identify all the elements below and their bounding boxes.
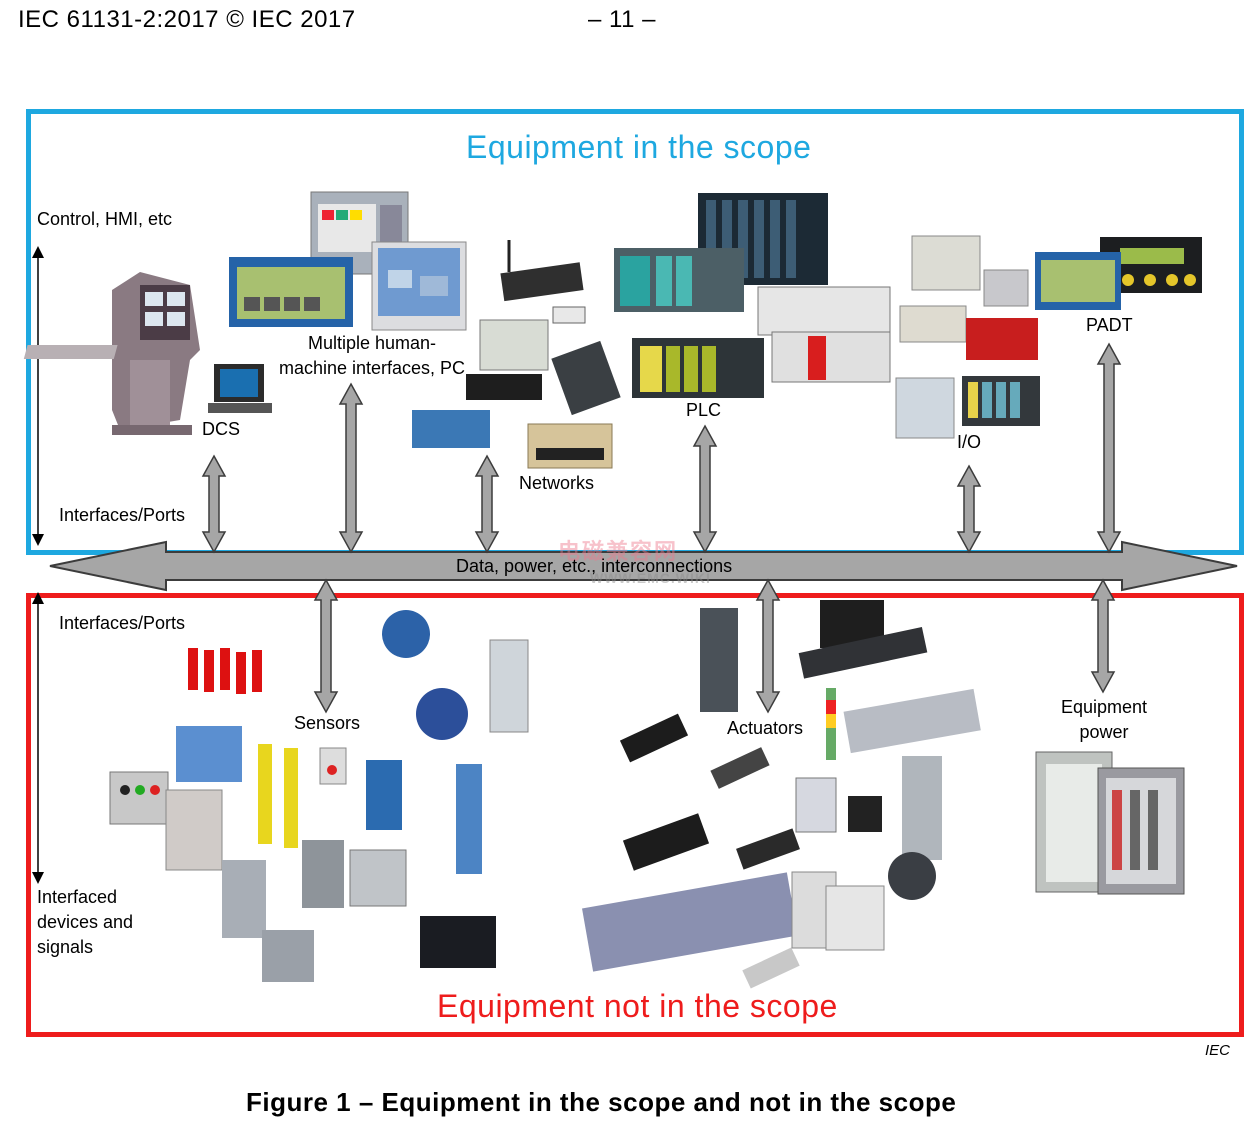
actuators-label: Actuators bbox=[727, 718, 804, 738]
dcs-label: DCS bbox=[202, 419, 241, 439]
io-label: I/O bbox=[957, 432, 982, 452]
actuator-devices-image bbox=[582, 600, 981, 989]
plc-connection-arrow bbox=[692, 424, 718, 554]
actuators-connection-arrow bbox=[755, 578, 781, 714]
in-scope-title: Equipment in the scope bbox=[466, 129, 812, 165]
plc-racks-image bbox=[614, 193, 891, 398]
iec-source-tag: IEC bbox=[1205, 1042, 1231, 1059]
dcs-console-image bbox=[23, 272, 272, 435]
interfaces-ports-label-bottom: Interfaces/Ports bbox=[59, 613, 186, 633]
sensors-label: Sensors bbox=[294, 713, 361, 733]
sensor-devices-image bbox=[109, 610, 529, 982]
watermark-url: WWW.EMC.WIKI bbox=[590, 570, 711, 586]
power-connection-arrow bbox=[1090, 578, 1116, 694]
hmi-panels-image bbox=[229, 191, 467, 331]
padt-label: PADT bbox=[1086, 315, 1133, 335]
network-devices-image bbox=[412, 240, 621, 469]
hmi-connection-arrow bbox=[338, 382, 364, 554]
padt-devices-image bbox=[1035, 237, 1202, 310]
interfaced-devices-label-1: Interfaced bbox=[37, 887, 118, 907]
io-connection-arrow bbox=[956, 464, 982, 554]
hmi-label-line-2: machine interfaces, PC bbox=[278, 358, 466, 378]
equipment-power-cabinets-image bbox=[1035, 751, 1185, 895]
interfaced-devices-label-3: signals bbox=[37, 937, 94, 957]
sensors-connection-arrow bbox=[313, 578, 339, 714]
control-hmi-label: Control, HMI, etc bbox=[37, 209, 173, 229]
dcs-connection-arrow bbox=[201, 454, 227, 554]
bus-label: Data, power, etc., interconnections bbox=[456, 556, 733, 576]
interfaced-devices-label-2: devices and bbox=[37, 912, 134, 932]
networks-connection-arrow bbox=[474, 454, 500, 554]
padt-connection-arrow bbox=[1096, 342, 1122, 554]
interfaces-ports-label-top: Interfaces/Ports bbox=[59, 505, 186, 525]
equipment-power-label-2: power bbox=[1079, 722, 1129, 742]
io-modules-image bbox=[895, 235, 1040, 439]
equipment-power-label-1: Equipment bbox=[1060, 697, 1148, 717]
page-number: – 11 – bbox=[588, 6, 656, 33]
watermark-cn: 电磁兼容网 bbox=[558, 539, 679, 564]
plc-label: PLC bbox=[686, 400, 722, 420]
hmi-label-line-1: Multiple human- bbox=[307, 333, 437, 353]
not-in-scope-title: Equipment not in the scope bbox=[437, 988, 838, 1024]
interconnection-bus-arrow bbox=[49, 540, 1238, 592]
not-in-scope-frame bbox=[26, 593, 1244, 1037]
document-header-left: IEC 61131-2:2017 © IEC 2017 bbox=[18, 6, 356, 33]
figure-caption: Figure 1 – Equipment in the scope and no… bbox=[246, 1087, 957, 1117]
networks-label: Networks bbox=[519, 473, 595, 493]
